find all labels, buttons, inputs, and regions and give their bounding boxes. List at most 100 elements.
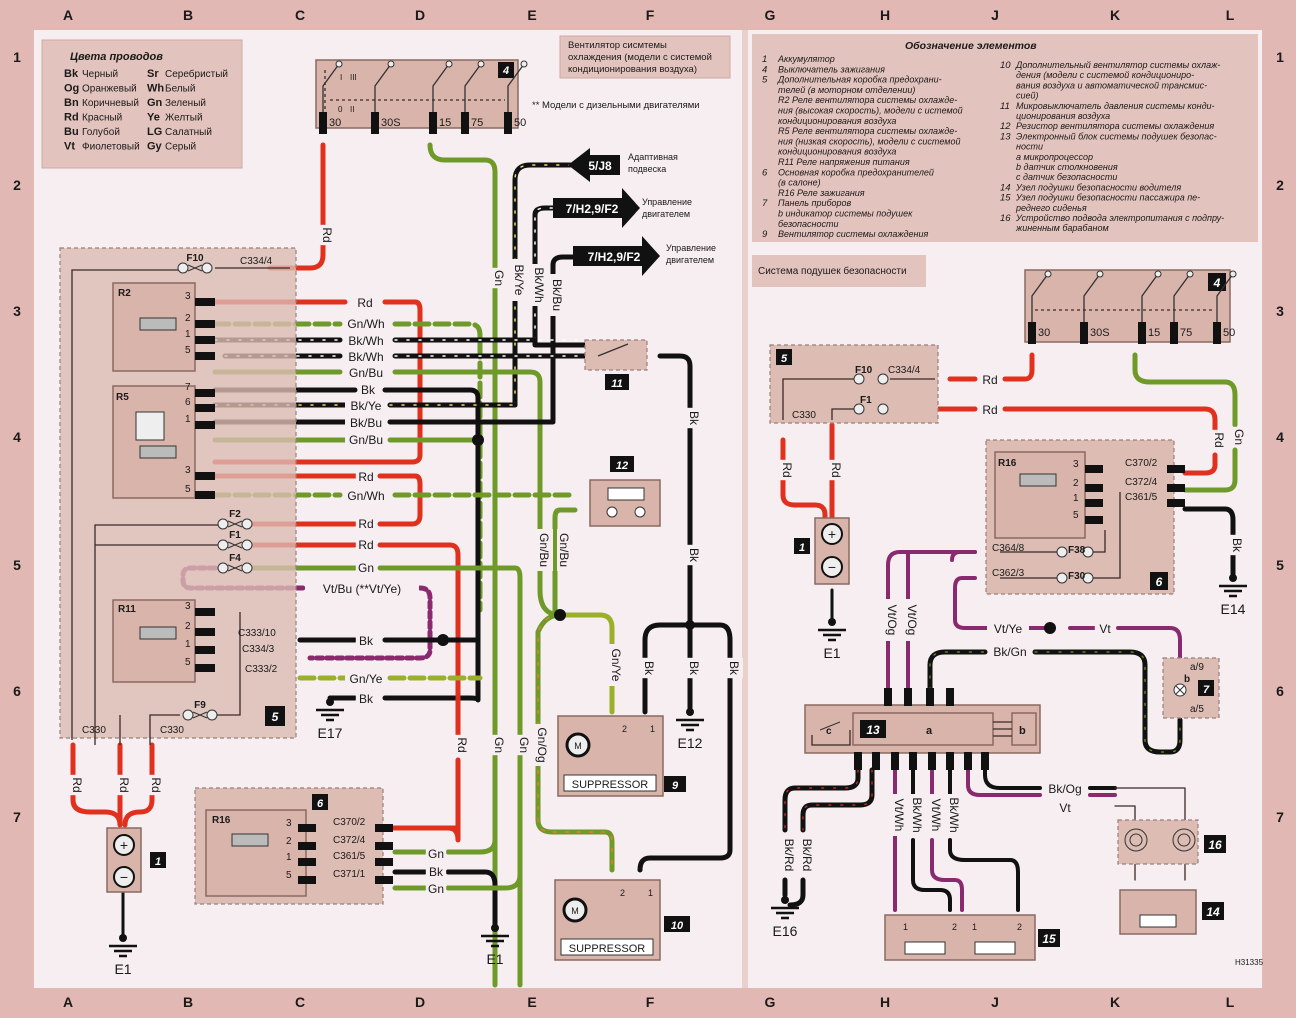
connector-pin <box>298 858 316 866</box>
terminal-label: 30 <box>329 117 341 129</box>
legend-text: a микропроцессор <box>1016 152 1093 162</box>
wire-label: Gn <box>428 847 444 861</box>
ecu-pin <box>981 752 989 770</box>
connector-label: C334/4 <box>888 365 921 376</box>
grid-row-label: 2 <box>1276 177 1284 193</box>
grid-column-label: H <box>880 7 890 23</box>
wire-label: Gn/Ye <box>609 649 623 682</box>
left-title-line-2: охлаждения (модели с системой <box>568 52 712 63</box>
junctions-right <box>1044 622 1056 634</box>
fuse-box-5-right: 5 F10 F1 C334/4 C330 <box>769 344 939 424</box>
wire-color-name: Серый <box>165 142 196 153</box>
grid-row-label: 1 <box>1276 49 1284 65</box>
right-wires <box>780 352 1238 912</box>
wire-code: Sr <box>147 68 159 80</box>
connector-pin <box>298 876 316 884</box>
terminal-pin <box>1213 322 1221 344</box>
connector-pin <box>195 404 215 412</box>
ref-label: Управление <box>666 243 716 253</box>
passenger-airbag-15: 15 1 2 1 2 <box>884 914 1060 961</box>
wire-label: Vt/Ye <box>994 622 1023 636</box>
wire-label: Gn <box>1232 429 1246 445</box>
wire-code: Rd <box>64 112 79 124</box>
fan-10: M SUPPRESSOR 10 2 1 <box>554 879 690 961</box>
grid-column-label: B <box>183 994 193 1010</box>
relay-pin-label: 1 <box>185 639 191 650</box>
ground-label: E17 <box>318 725 343 741</box>
component-10-id: 10 <box>671 920 684 932</box>
legend-text: b индикатор системы подушек <box>778 209 913 219</box>
wire-label: Vt/Og <box>885 605 899 636</box>
wire-label: Bk <box>642 661 656 676</box>
connector-pin <box>195 628 215 636</box>
wire-label: Bk <box>361 383 376 397</box>
component-15-id: 15 <box>1042 932 1056 946</box>
component-16-id: 16 <box>1208 838 1222 852</box>
legend-text: жиненным барабаном <box>1015 223 1109 233</box>
legend-text: R11 Реле напряжения питания <box>778 157 910 167</box>
connector-label: C330 <box>160 725 184 736</box>
ecu-pin <box>891 752 899 770</box>
wire-label: Rd <box>1212 432 1226 447</box>
ecu-pin <box>964 752 972 770</box>
position-label: III <box>350 73 357 82</box>
legend-text: ния (высокая скорость), модели с истемой <box>778 106 963 116</box>
legend-text: Электронный блок системы подушек безопас… <box>1016 131 1217 141</box>
legend-text: Вентилятор системы охлаждения <box>778 229 928 239</box>
legend-text: c датчик безопасности <box>1016 172 1117 182</box>
ref-code: 7/H2,9/F2 <box>588 250 641 264</box>
grid-row-label: 4 <box>1276 429 1284 445</box>
connector-pin <box>195 472 215 480</box>
fuse-label: F10 <box>186 253 204 264</box>
legend-text: R16 Реле зажигания <box>778 188 865 198</box>
wire-color-name: Зеленый <box>165 98 206 109</box>
connector-pin <box>1085 465 1103 473</box>
terminal-pin <box>429 112 437 134</box>
connector-label: C371/1 <box>333 869 366 880</box>
wire-label: Gn/Bu <box>537 533 551 567</box>
wire-code: Vt <box>64 141 75 153</box>
relay-r16-label: R16 <box>212 815 231 826</box>
wire-label: Vt/Bu (**Vt/Ye) <box>323 582 401 596</box>
relay-pin-label: 1 <box>286 852 292 863</box>
right-title: Система подушек безопасности <box>758 265 907 277</box>
grid-column-label: C <box>295 7 305 23</box>
legend-text: R5 Реле вентилятора системы охлажде- <box>778 126 957 136</box>
pin-label: 2 <box>622 724 627 734</box>
pin-label: 1 <box>650 724 655 734</box>
connector-pin <box>1167 465 1185 473</box>
connector-label: C330 <box>792 410 816 421</box>
legend-number: 13 <box>1000 131 1011 142</box>
component-14-id: 14 <box>1206 905 1220 919</box>
legend-number: 11 <box>1000 101 1010 112</box>
legend-text: b датчик столкновения <box>1016 162 1118 172</box>
wire-label: Gn/Bu <box>349 433 383 447</box>
wire-label: Bk/Wh <box>532 267 546 302</box>
relay-pin-label: 1 <box>185 414 191 425</box>
fusebox-5-id: 5 <box>272 710 279 724</box>
component-12-id: 12 <box>616 460 628 472</box>
grid-column-label: K <box>1110 994 1120 1010</box>
connector-pin <box>195 389 215 397</box>
wire-code: LG <box>147 126 162 138</box>
relay-pin-label: 3 <box>286 818 292 829</box>
grid-column-label: D <box>415 994 425 1010</box>
grid-row-label: 4 <box>13 429 21 445</box>
legend-text: безопасности <box>778 219 838 229</box>
wire-label: Vt/Wh <box>929 799 943 832</box>
svg-text:+: + <box>828 526 836 542</box>
pin-label: a/5 <box>1190 704 1204 715</box>
grid-column-label: L <box>1226 7 1235 23</box>
grid-column-label: E <box>527 994 536 1010</box>
grid-column-label: D <box>415 7 425 23</box>
legend-text: ности <box>1016 142 1043 152</box>
ecu-pin <box>872 752 880 770</box>
wire-label: Rd <box>358 470 373 484</box>
position-label: 0 <box>338 105 343 114</box>
wire-color-name: Красный <box>82 113 122 124</box>
wire-label: Bk/Ye <box>351 399 382 413</box>
